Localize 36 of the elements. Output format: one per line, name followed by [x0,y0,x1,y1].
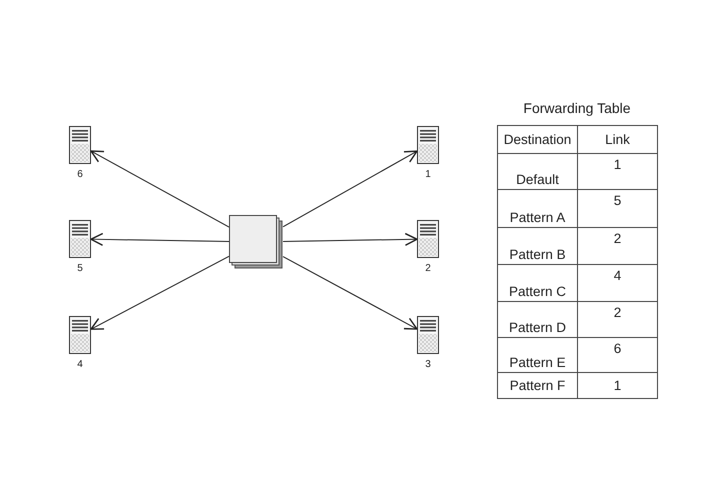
server-number: 1 [424,169,432,180]
server-icon [69,316,91,354]
arrow [282,232,418,246]
server-number: 2 [424,263,432,274]
header-cell: Link [578,126,658,154]
server-icon [417,126,439,164]
table-cell: Pattern D [498,302,578,338]
server-number: 4 [76,359,84,370]
header-cell: Destination [498,126,578,154]
arrow [90,232,230,246]
table-cell: 5 [578,190,658,228]
arrow [282,150,418,228]
table-cell: 4 [578,264,658,302]
switch-icon [229,215,283,269]
server-icon [417,220,439,258]
server-icon [417,316,439,354]
table-title: Forwarding Table [522,100,632,116]
table-cell: 6 [578,338,658,372]
server-number: 5 [76,263,84,274]
server-number: 6 [76,169,84,180]
table-cell: 1 [578,372,658,398]
table-cell: Pattern A [498,190,578,228]
arrow [90,256,230,330]
arrow [282,256,418,330]
table-cell: Pattern E [498,338,578,372]
server-icon [69,220,91,258]
table-cell: Pattern C [498,264,578,302]
arrow [90,150,230,228]
table-cell: 2 [578,228,658,264]
table-cell: Pattern F [498,372,578,398]
server-number: 3 [424,359,432,370]
server-icon [69,126,91,164]
table-cell: 1 [578,154,658,190]
table-cell: Pattern B [498,228,578,264]
table-cell: 2 [578,302,658,338]
table-cell: Default [498,154,578,190]
